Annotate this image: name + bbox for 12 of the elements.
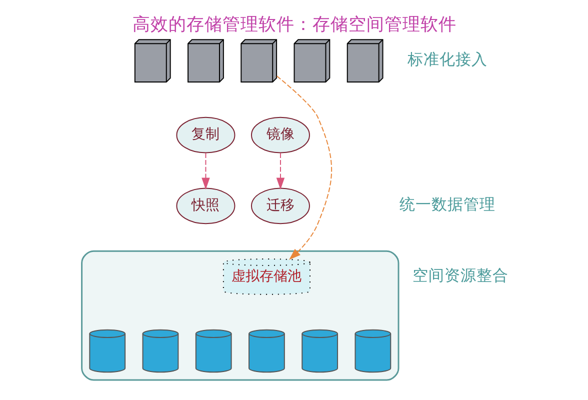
label: 空间资源整合 [412, 265, 508, 284]
diagram-title: 高效的存储管理软件：存储空间管理软件 [132, 15, 456, 36]
node-ellipse: 快照 [176, 188, 235, 224]
arrow [276, 76, 332, 260]
arrow [276, 152, 284, 190]
node-ellipse: 镜像 [250, 116, 310, 154]
cluster [80, 250, 399, 381]
label: 标准化接入 [407, 50, 488, 69]
arrow [201, 152, 210, 190]
node-ellipse: 迁移 [250, 188, 310, 224]
label: 统一数据管理 [399, 194, 496, 214]
node-ellipse: 复制 [176, 116, 235, 154]
